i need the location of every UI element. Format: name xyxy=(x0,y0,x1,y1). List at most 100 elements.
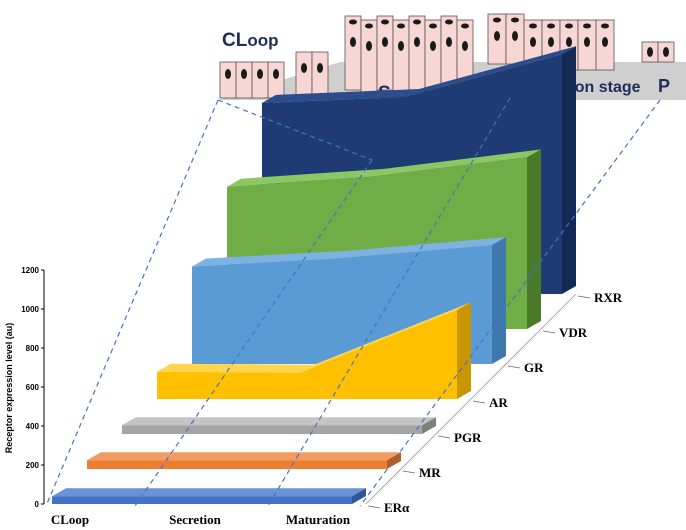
series-label-erα: ERα xyxy=(384,500,410,515)
cell-apex-nucleus xyxy=(511,17,519,23)
depth-tick-mr xyxy=(402,470,416,474)
cell-nucleus xyxy=(548,37,554,47)
cell-nucleus xyxy=(430,41,436,51)
y-tick-label: 600 xyxy=(26,383,40,392)
cell-apex-nucleus xyxy=(429,23,437,29)
cell xyxy=(360,19,378,95)
depth-tick-rxr xyxy=(577,295,591,299)
cell-apex-nucleus xyxy=(493,17,501,23)
cell-nucleus xyxy=(366,41,372,51)
ribbon-side-vdr xyxy=(527,149,541,329)
cell xyxy=(392,19,410,95)
ribbon-ar xyxy=(157,302,471,399)
series-label-pgr: PGR xyxy=(454,430,482,445)
cell-nucleus xyxy=(446,37,452,47)
cell-nucleus xyxy=(382,37,388,47)
cell xyxy=(235,61,253,99)
depth-tick-vdr xyxy=(542,330,556,334)
cell-nucleus xyxy=(301,63,307,73)
cell xyxy=(344,15,362,91)
stage-guide-lines xyxy=(45,97,661,507)
ribbon-top-rxr xyxy=(262,46,576,103)
stage-cloop-prefix: CL xyxy=(222,30,248,51)
ribbon-side-gr xyxy=(492,237,506,364)
ribbon-side-erα xyxy=(352,488,366,504)
stage-guide-line xyxy=(45,99,219,507)
ribbon-top-erα xyxy=(52,488,366,497)
cell-nucleus xyxy=(512,31,518,41)
depth-tick-erα xyxy=(367,505,381,509)
cell-nucleus xyxy=(398,41,404,51)
x-category-label: CLoop xyxy=(51,512,89,527)
depth-axis-line xyxy=(365,293,577,505)
cell-nucleus xyxy=(530,37,536,47)
y-tick-label: 1000 xyxy=(21,305,39,314)
ribbon-mr xyxy=(87,452,401,469)
ribbon-side-pgr xyxy=(422,417,436,434)
cell-apex-nucleus xyxy=(547,23,555,29)
cell-nucleus xyxy=(241,69,247,79)
cell xyxy=(424,19,442,95)
cell-apex-nucleus xyxy=(349,19,357,25)
cell-apex-nucleus xyxy=(583,23,591,29)
y-tick-label: 1200 xyxy=(21,266,39,275)
cell-nucleus xyxy=(584,37,590,47)
depth-tick-ar xyxy=(472,400,486,404)
cell-nucleus xyxy=(462,41,468,51)
cell-apex-nucleus xyxy=(397,23,405,29)
cell xyxy=(440,15,458,91)
cell-nucleus xyxy=(494,31,500,41)
ribbon-top-mr xyxy=(87,452,401,461)
cell-nucleus xyxy=(350,37,356,47)
stage-guide-line xyxy=(267,97,511,507)
stage-guide-line xyxy=(359,99,661,507)
cell-nucleus xyxy=(225,69,231,79)
ribbon-top-gr xyxy=(192,237,506,267)
series-label-ar: AR xyxy=(489,395,508,410)
y-axis-title: Receptor expression level (au) xyxy=(4,323,14,454)
cell xyxy=(376,15,394,91)
stage-label-cloop: CLoop xyxy=(222,30,278,51)
cell-nucleus xyxy=(663,47,669,57)
ribbon-front-mr xyxy=(87,460,387,469)
cell xyxy=(295,51,313,99)
cell-apex-nucleus xyxy=(381,19,389,25)
x-category-label: Secretion xyxy=(169,512,222,527)
ribbon-front-pgr xyxy=(122,425,422,434)
ribbon-side-rxr xyxy=(562,46,576,295)
cell-apex-nucleus xyxy=(601,23,609,29)
ribbon-pgr xyxy=(122,417,436,434)
y-tick-label: 0 xyxy=(35,500,40,509)
cell-apex-nucleus xyxy=(529,23,537,29)
cell-nucleus xyxy=(647,47,653,57)
series-label-vdr: VDR xyxy=(559,325,588,340)
cell xyxy=(267,61,285,99)
cell-apex-nucleus xyxy=(365,23,373,29)
cell xyxy=(311,51,329,99)
y-tick-label: 400 xyxy=(26,422,40,431)
cell-apex-nucleus xyxy=(565,23,573,29)
series-label-mr: MR xyxy=(419,465,441,480)
stage-label-p: P xyxy=(658,76,670,96)
cell-nucleus xyxy=(273,69,279,79)
depth-tick-pgr xyxy=(437,435,451,439)
cell-nucleus xyxy=(602,37,608,47)
depth-tick-gr xyxy=(507,365,521,369)
ribbon-top-pgr xyxy=(122,417,436,426)
series-label-rxr: RXR xyxy=(594,290,623,305)
ribbon-front-ar xyxy=(157,310,457,399)
cell-nucleus xyxy=(566,37,572,47)
cell xyxy=(408,15,426,91)
stage-guide-line xyxy=(134,159,373,507)
ribbon-erα xyxy=(52,488,366,504)
cell-nucleus xyxy=(317,63,323,73)
cell-apex-nucleus xyxy=(413,19,421,25)
ribbons-group xyxy=(52,46,576,504)
y-tick-label: 200 xyxy=(26,461,40,470)
ribbon-top-vdr xyxy=(227,149,541,187)
ribbon-front-erα xyxy=(52,496,352,504)
